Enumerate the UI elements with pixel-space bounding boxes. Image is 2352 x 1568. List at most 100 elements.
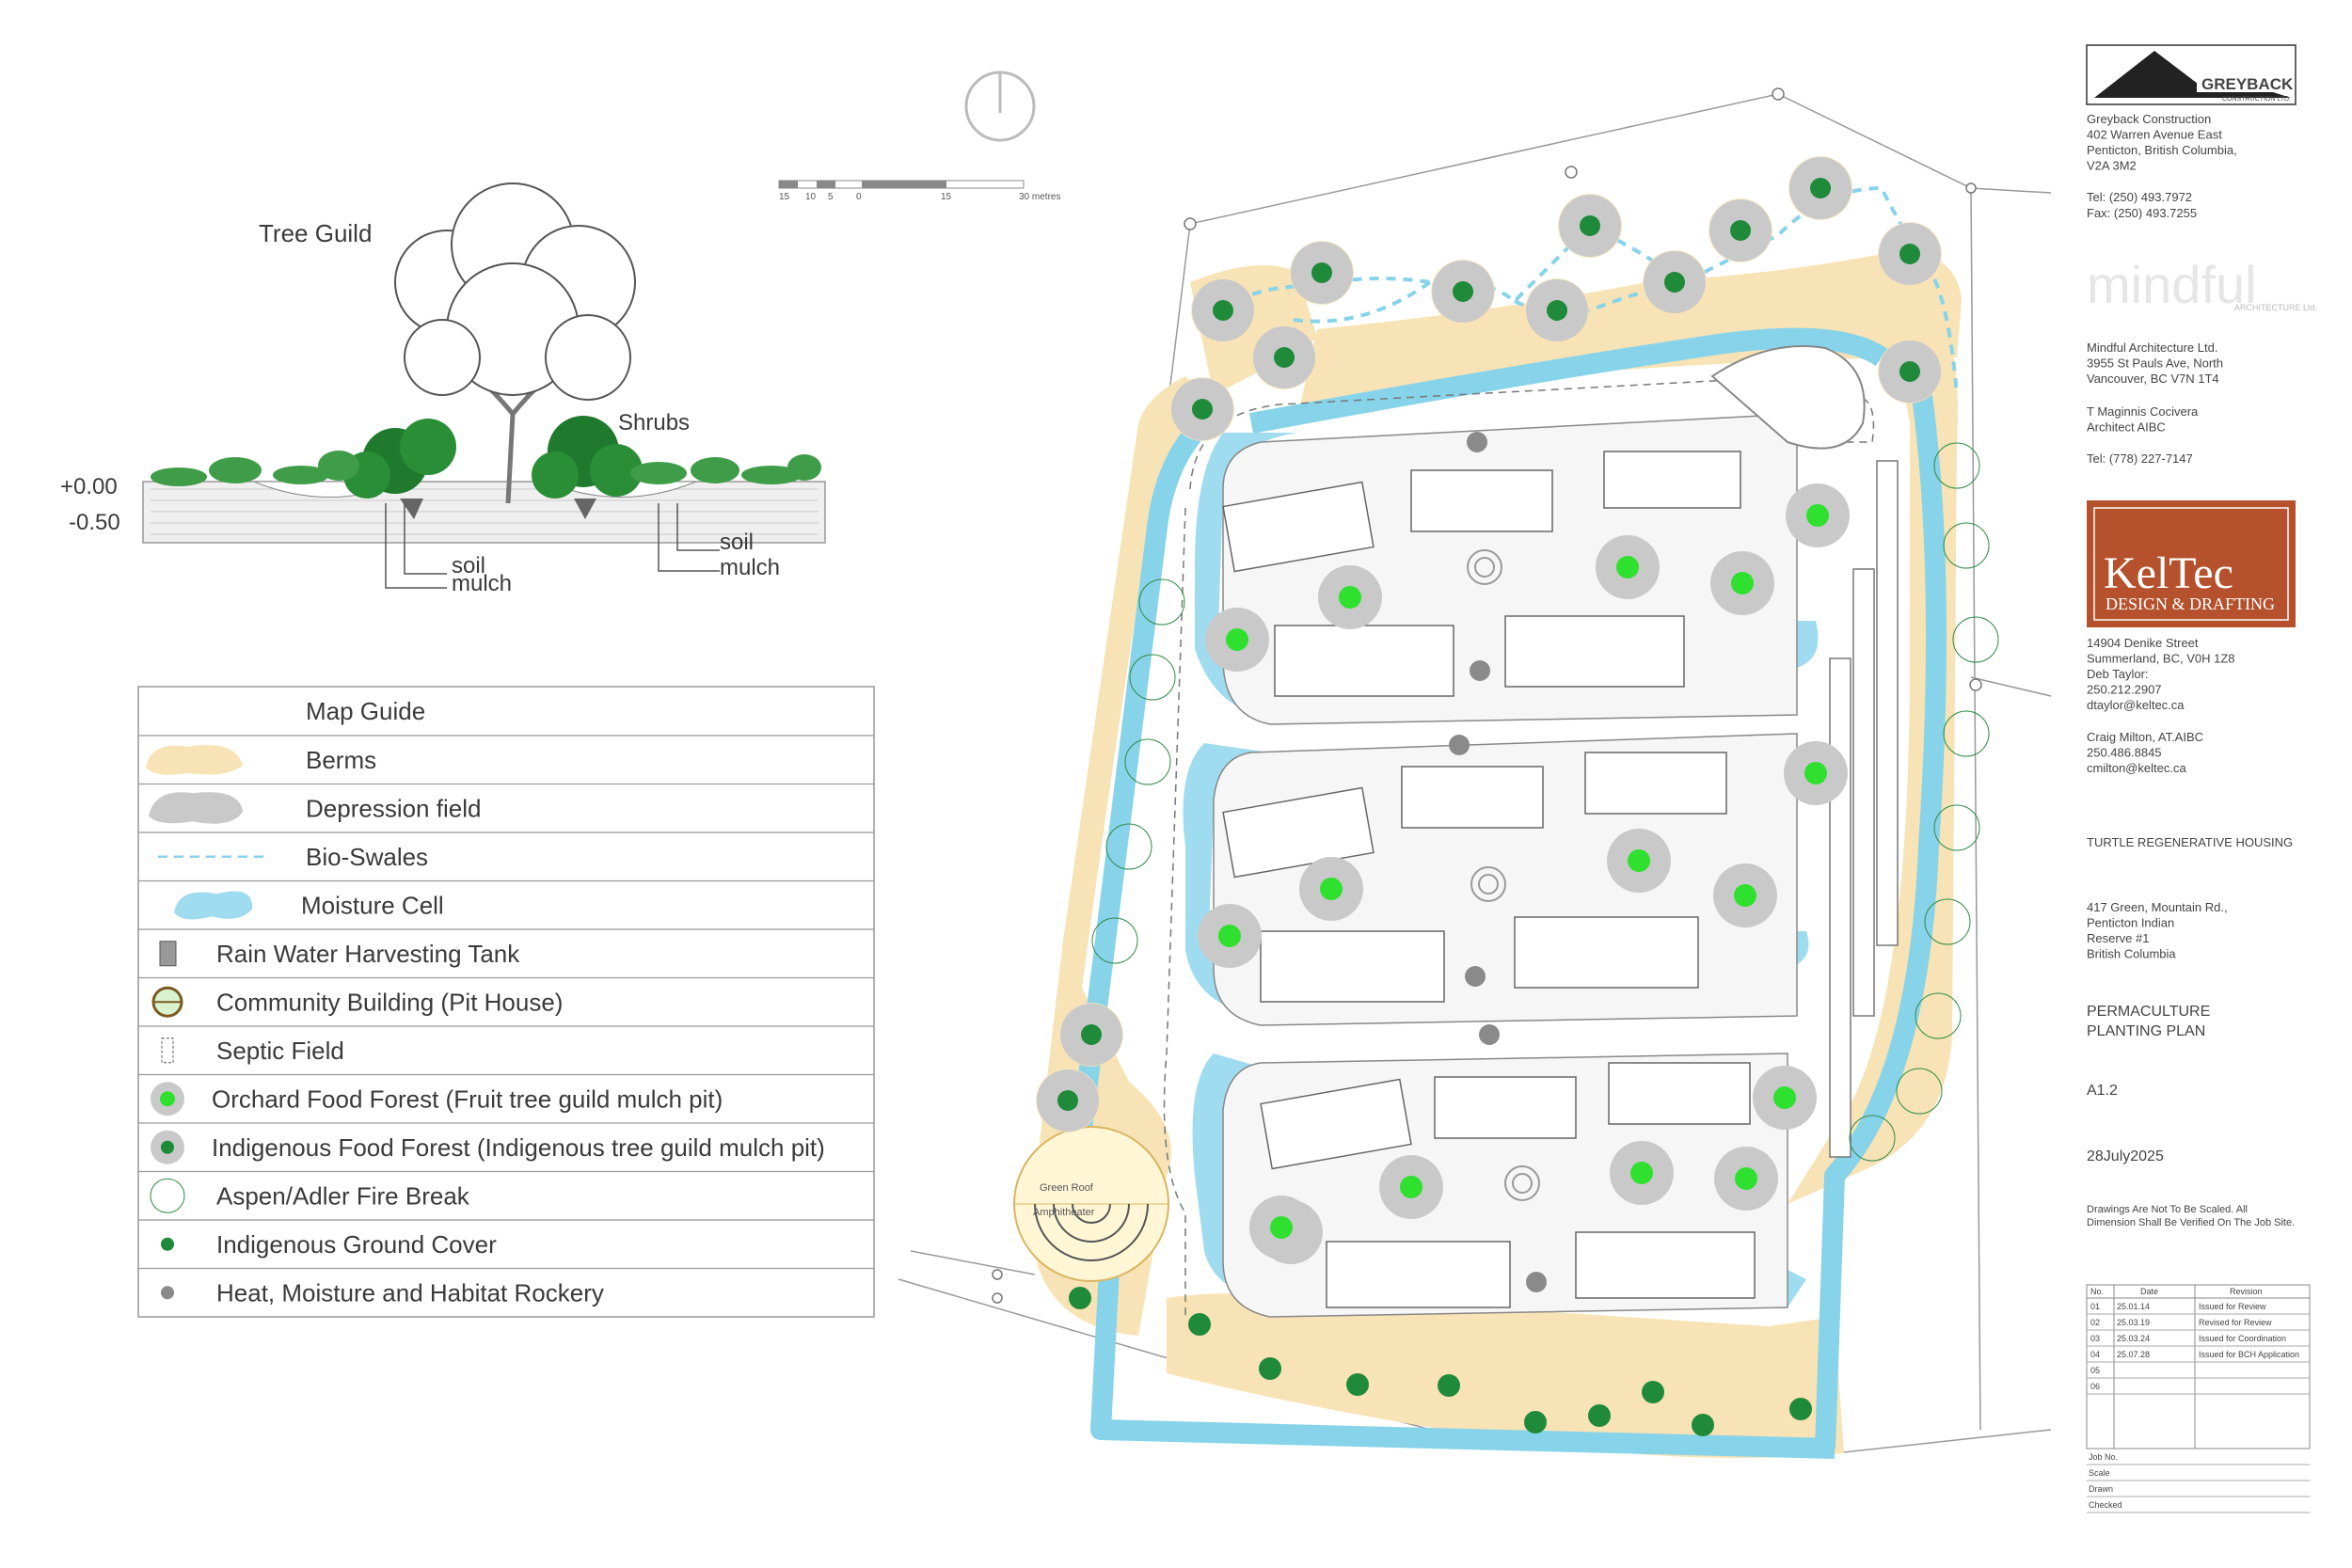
revision-cell: 02 — [2090, 1318, 2100, 1327]
revision-cell: 05 — [2090, 1366, 2100, 1375]
svg-text:mindful: mindful — [2087, 255, 2257, 314]
legend-label-0: Berms — [306, 746, 376, 774]
keltec-contact: Craig Milton, AT.AIBC 250.486.8845cmilton… — [2087, 730, 2203, 775]
orchard-forest-center — [1218, 925, 1241, 947]
greyback-lines-line: V2A 3M2 — [2087, 159, 2137, 173]
scale-tick-3: 0 — [856, 192, 862, 202]
revision-cell: 03 — [2090, 1334, 2100, 1343]
revision-cell: 01 — [2090, 1302, 2100, 1311]
sheet-date: 28July2025 — [2087, 1148, 2164, 1164]
revision-cell: 04 — [2090, 1350, 2100, 1359]
orchard-forest-center — [1630, 1162, 1653, 1184]
right-mulch-label: mulch — [720, 555, 780, 580]
ground-cover-marker — [1789, 1398, 1812, 1420]
keltec-lines2-line: Craig Milton, AT.AIBC — [2087, 730, 2203, 744]
legend-label-1: Depression field — [306, 794, 481, 822]
fire-break-marker — [1952, 616, 1999, 663]
indigenous-forest-center — [1274, 347, 1295, 368]
indigenous-forest-center — [1453, 281, 1473, 302]
rockery-marker — [1449, 735, 1470, 755]
disclaimer-line: Dimension Shall Be Verified On The Job S… — [2087, 1217, 2295, 1228]
revision-cell: 25.03.19 — [2117, 1318, 2150, 1327]
green-roof-label: Green Roof — [1040, 1182, 1094, 1194]
rockery-marker — [1470, 660, 1490, 681]
indigenous-forest-center — [1810, 178, 1831, 198]
pit-soil-right — [574, 499, 596, 519]
revision-header: Revision — [2230, 1287, 2263, 1296]
keltec-lines2-line: 250.486.8845 — [2087, 746, 2162, 760]
fire-break-marker — [1933, 442, 1980, 489]
legend-label-2: Bio-Swales — [306, 843, 428, 871]
mindful-lines-line: Mindful Architecture Ltd. — [2087, 341, 2217, 355]
indigenous-forest-center — [1899, 244, 1920, 264]
address-lines-line: British Columbia — [2087, 947, 2176, 961]
orchard-forest-center — [1731, 572, 1754, 594]
fire-break-marker — [1138, 578, 1185, 626]
tree-guild-section: Tree Guild Shrubs +0.00 -0.50 — [60, 182, 826, 596]
revision-cell: Issued for BCH Application — [2199, 1350, 2299, 1359]
rockery-marker — [1465, 966, 1486, 987]
ground-cover-marker — [1642, 1381, 1664, 1403]
fire-break-marker — [1896, 1068, 1943, 1115]
left-soil-label: soil — [452, 553, 485, 578]
pit-house-icon — [151, 986, 183, 1018]
disclaimer: Drawings Are Not To Be Scaled. AllDimens… — [2087, 1204, 2295, 1228]
rockery-dots — [1449, 432, 1547, 1292]
septic-field-icon — [161, 1037, 174, 1064]
greyback-fax: Fax: (250) 493.7255 — [2087, 206, 2197, 220]
mindful-logo: mindful ARCHITECTURE Ltd. — [2087, 255, 2317, 314]
revision-cell: Issued for Review — [2199, 1302, 2266, 1311]
ground-hatch-lines — [151, 488, 818, 535]
greyback-logo: GREYBACK CONSTRUCTION LTD. — [2086, 44, 2296, 105]
indigenous-forest-center — [1311, 262, 1332, 283]
ground-cover-marker — [1524, 1411, 1547, 1433]
level-top-label: +0.00 — [60, 474, 118, 499]
keltec-lines-line: Summerland, BC, V0H 1Z8 — [2087, 652, 2235, 666]
title-block: GREYBACK CONSTRUCTION LTD. Greyback Cons… — [2086, 44, 2317, 1513]
scale-bar: 15 10 5 0 15 30 metres — [778, 180, 1060, 202]
revision-cell: Issued for Coordination — [2199, 1334, 2286, 1343]
revision-cell: 25.07.28 — [2117, 1350, 2150, 1359]
indigenous-forests — [1036, 156, 1942, 1132]
survey-points — [992, 87, 1982, 1304]
legend-label-7: Orchard Food Forest (Fruit tree guild mu… — [212, 1085, 723, 1113]
revision-cell: 25.01.14 — [2117, 1302, 2150, 1311]
cul-de-sac — [1710, 345, 1866, 450]
orchard-forest-center — [1773, 1086, 1796, 1109]
legend-label-9: Aspen/Adler Fire Break — [216, 1181, 470, 1210]
orchard-forest-center — [1320, 878, 1343, 900]
fire-breaks — [1091, 442, 1999, 1162]
fire-break-marker — [1915, 992, 1962, 1039]
rainwater-tanks — [1467, 549, 1540, 1201]
orchard-forest-center — [1735, 1167, 1757, 1190]
project-name: TURTLE REGENERATIVE HOUSING — [2087, 835, 2293, 849]
depression-swatch-icon — [149, 792, 243, 824]
central-tree-icon — [394, 182, 636, 504]
ground-cover-marker — [1588, 1404, 1611, 1427]
keltec-lines2-line: cmilton@keltec.ca — [2087, 761, 2186, 775]
house-units — [1222, 451, 1756, 1308]
svg-text:DESIGN & DRAFTING: DESIGN & DRAFTING — [2106, 594, 2275, 613]
ground-cover-dots — [1069, 1287, 1812, 1436]
keltec-logo: KelTec DESIGN & DRAFTING — [2087, 500, 2296, 627]
legend-title: Map Guide — [306, 697, 425, 725]
fire-break-marker — [1849, 1115, 1896, 1162]
fire-break-marker — [1943, 710, 1990, 757]
mindful-tel: Tel: (778) 227-7147 — [2087, 451, 2193, 466]
legend-label-8: Indigenous Food Forest (Indigenous tree … — [212, 1133, 825, 1162]
right-soil-label: soil — [720, 530, 754, 555]
fire-break-marker — [1129, 654, 1176, 701]
address-lines-line: Penticton Indian — [2087, 916, 2174, 930]
indigenous-forest-icon — [151, 1130, 184, 1164]
sheet-title-line: PLANTING PLAN — [2087, 1023, 2205, 1039]
mindful-person-line: Architect AIBC — [2087, 420, 2166, 435]
level-bottom-label: -0.50 — [69, 510, 120, 535]
greyback-lines-line: Penticton, British Columbia, — [2087, 143, 2237, 157]
orchard-forest-center — [1734, 884, 1756, 907]
site-plan: Green Roof Amphitheater — [898, 87, 2052, 1459]
job-field-label: Drawn — [2089, 1484, 2113, 1494]
scale-tick-4: 15 — [941, 192, 952, 202]
fire-break-marker — [1105, 823, 1152, 870]
